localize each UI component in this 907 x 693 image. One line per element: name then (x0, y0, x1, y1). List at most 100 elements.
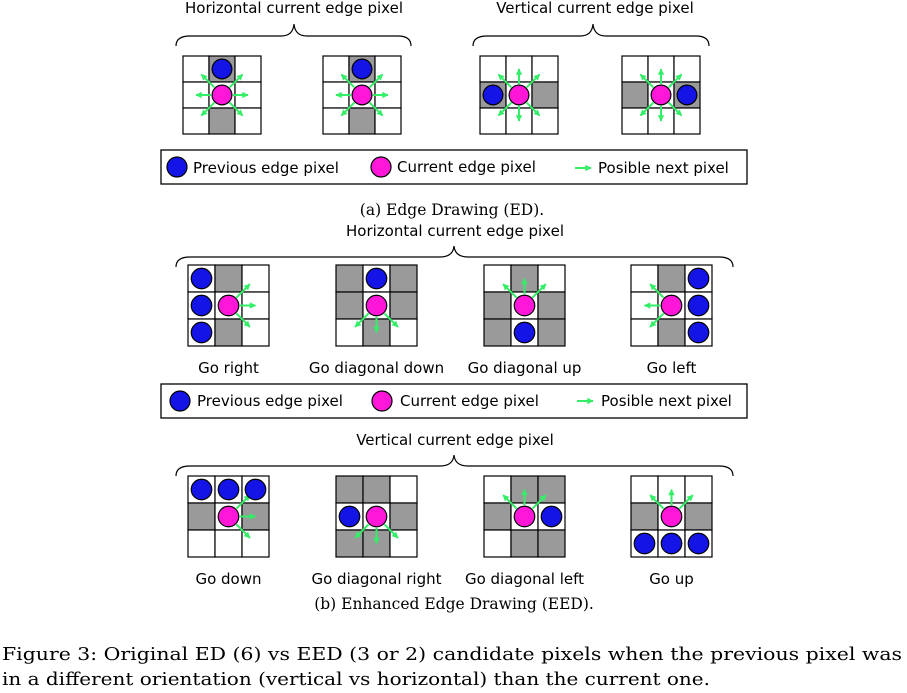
part-a-diagram-4-grid (621, 55, 701, 135)
legend-current-icon (371, 390, 393, 412)
grid-cell (537, 318, 566, 347)
grid-cell (657, 264, 686, 293)
grid-cell (362, 475, 391, 504)
grid-cell (389, 475, 418, 504)
next-pixel-arrow (497, 101, 513, 117)
part-b-legend-box (160, 383, 748, 419)
grid-cell (510, 529, 539, 558)
grid-cell (531, 81, 559, 109)
legend-current-label: Current edge pixel (397, 158, 536, 176)
previous-edge-pixel (190, 294, 213, 317)
part-b-horizontal-title: Horizontal current edge pixel (346, 222, 564, 240)
next-pixel-arrow (502, 283, 518, 299)
next-pixel-arrow (383, 523, 399, 539)
grid-cell (335, 264, 364, 293)
part-b-vertical-brace (175, 454, 734, 477)
next-pixel-arrow (525, 101, 541, 117)
grid-cell (483, 291, 512, 320)
next-pixel-arrow (525, 73, 541, 89)
part-a-diagram-2-grid (322, 55, 402, 135)
part-b-horizontal-4-label: Go left (647, 359, 697, 377)
next-pixel-arrow (200, 73, 216, 89)
grid-cell (483, 318, 512, 347)
previous-edge-pixel (676, 84, 698, 106)
part-b-vertical-2-grid (335, 475, 418, 558)
part-b-vertical-1-grid (187, 475, 270, 558)
next-pixel-arrow (354, 312, 370, 328)
part-b-horizontal-1-grid (187, 264, 270, 347)
previous-edge-pixel (540, 505, 563, 528)
part-b-horizontal-3-label: Go diagonal up (468, 359, 582, 377)
current-edge-pixel (513, 505, 536, 528)
grid-cell (214, 529, 243, 558)
part-a-vertical-title: Vertical current edge pixel (496, 0, 694, 17)
part-a-legend: Previous edge pixel Current edge pixel P… (160, 149, 748, 185)
legend-previous-label: Previous edge pixel (193, 159, 339, 177)
current-edge-pixel (365, 294, 388, 317)
previous-edge-pixel (660, 532, 683, 555)
next-pixel-arrow (340, 101, 356, 117)
grid-cell (684, 502, 713, 531)
next-pixel-arrow (531, 494, 547, 510)
previous-edge-pixel (190, 478, 213, 501)
previous-edge-pixel (687, 294, 710, 317)
grid-cell (630, 502, 659, 531)
current-edge-pixel (211, 84, 233, 106)
current-edge-pixel (513, 294, 536, 317)
current-edge-pixel (508, 84, 530, 106)
part-a-diagrams (182, 55, 701, 135)
next-pixel-arrow (649, 283, 665, 299)
grid-cell (335, 291, 364, 320)
part-a-horizontal-title: Horizontal current edge pixel (185, 0, 403, 17)
part-b-vertical-title: Vertical current edge pixel (356, 431, 554, 449)
next-pixel-arrow (678, 494, 694, 510)
current-edge-pixel (351, 84, 373, 106)
current-edge-pixel (650, 84, 672, 106)
grid-cell (241, 318, 270, 347)
next-pixel-arrow (368, 101, 384, 117)
part-b-caption: (b) Enhanced Edge Drawing (EED). (314, 595, 594, 613)
part-b-vertical-4-label: Go up (649, 570, 694, 588)
legend-previous-icon (169, 390, 191, 412)
next-pixel-arrow (497, 73, 513, 89)
next-pixel-arrow (228, 73, 244, 89)
legend-previous-icon (166, 156, 188, 178)
legend-current-icon (370, 156, 392, 178)
grid-cell (214, 318, 243, 347)
part-b-vertical-4-grid (630, 475, 713, 558)
current-edge-pixel (217, 505, 240, 528)
grid-cell (657, 318, 686, 347)
part-b-horizontal-brace (175, 245, 734, 268)
next-pixel-arrow (502, 494, 518, 510)
figure-caption-line-1: Figure 3: Original ED (6) vs EED (3 or 2… (2, 644, 902, 665)
grid-cell (348, 107, 376, 135)
grid-cell (208, 107, 236, 135)
previous-edge-pixel (217, 478, 240, 501)
part-a-caption: (a) Edge Drawing (ED). (360, 201, 544, 219)
previous-edge-pixel (338, 505, 361, 528)
grid-cell (621, 81, 649, 109)
grid-cell (483, 502, 512, 531)
next-pixel-arrow (639, 101, 655, 117)
previous-edge-pixel (190, 321, 213, 344)
grid-cell (537, 291, 566, 320)
legend-current-label: Current edge pixel (400, 392, 539, 410)
next-pixel-arrow (368, 73, 384, 89)
part-b-horizontal-2-grid (335, 264, 418, 347)
next-pixel-arrow (667, 101, 683, 117)
grid-cell (187, 502, 216, 531)
legend-next-label: Posible next pixel (601, 392, 732, 410)
grid-cell (389, 291, 418, 320)
grid-cell (214, 264, 243, 293)
next-pixel-arrow (649, 494, 665, 510)
part-b-horizontal-4-grid (630, 264, 713, 347)
next-pixel-arrow (383, 312, 399, 328)
part-a-legend-box (160, 149, 748, 185)
legend-next-label: Posible next pixel (598, 159, 729, 177)
part-a-horizontal-brace (175, 23, 412, 47)
next-pixel-arrow (649, 312, 665, 328)
next-pixel-arrow (639, 73, 655, 89)
part-a-diagram-3-grid (479, 55, 559, 135)
